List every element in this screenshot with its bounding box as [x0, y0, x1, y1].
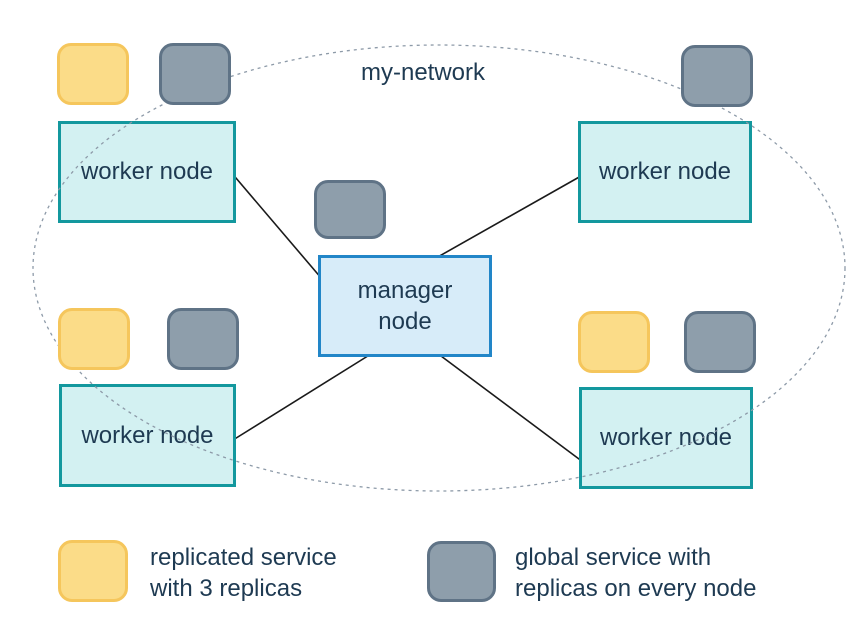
legend-replicated-line1: replicated service: [150, 544, 337, 571]
legend-global-line2: replicas on every node: [515, 575, 757, 602]
connector-manager-to-worker-top-right: [435, 175, 582, 259]
legend-replicated-swatch-icon: [58, 540, 128, 602]
manager-node-box: manager node: [318, 255, 492, 357]
replicated-service-icon: [57, 43, 129, 105]
worker-node-label: worker node: [81, 421, 214, 449]
legend-replicated-line2: with 3 replicas: [150, 575, 303, 602]
global-service-icon: [314, 180, 386, 239]
worker-node-label: worker node: [599, 424, 733, 451]
global-service-icon: [681, 45, 753, 107]
connector-manager-to-worker-bottom-right: [436, 352, 584, 463]
connector-manager-to-worker-top-left: [229, 170, 323, 280]
replicated-service-icon: [578, 311, 650, 373]
legend-global-line1: global service with: [515, 544, 712, 571]
worker-node-box-top-left: worker node: [58, 121, 236, 223]
connector-manager-to-worker-bottom-left: [232, 353, 372, 441]
worker-node-label: worker node: [80, 158, 214, 185]
worker-node-label: worker node: [598, 158, 732, 185]
network-label: my-network: [361, 59, 486, 86]
global-service-icon: [159, 43, 231, 105]
worker-node-box-top-right: worker node: [578, 121, 752, 223]
legend-global-swatch-icon: [427, 541, 496, 602]
global-service-icon: [684, 311, 756, 373]
replicated-service-icon: [58, 308, 130, 370]
worker-node-box-bottom-left: worker node: [59, 384, 236, 487]
worker-node-box-bottom-right: worker node: [579, 387, 753, 489]
legend-replicated-label: replicated service with 3 replicas: [150, 542, 337, 604]
legend-global-label: global service with replicas on every no…: [515, 542, 756, 604]
manager-node-label: manager node: [357, 277, 453, 335]
global-service-icon: [167, 308, 239, 370]
